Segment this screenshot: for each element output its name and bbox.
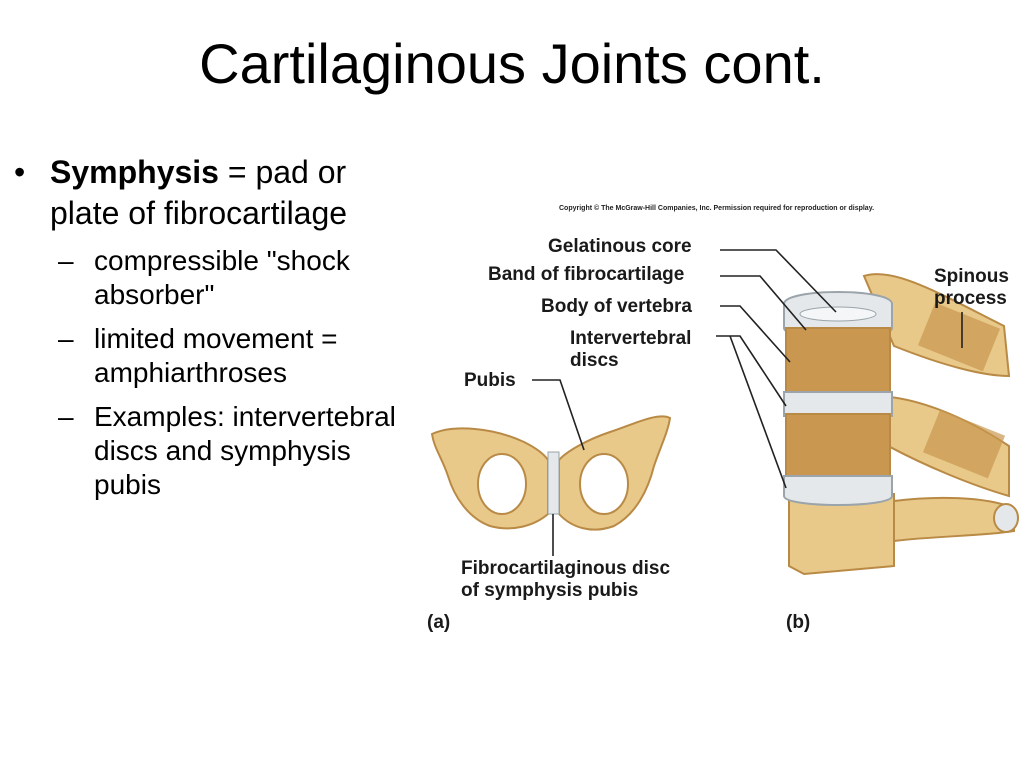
label-gelatinous-core: Gelatinous core — [548, 236, 692, 257]
copyright-notice: Copyright © The McGraw-Hill Companies, I… — [559, 205, 875, 212]
leader-body-vertebra — [720, 305, 791, 363]
sub-bullet-text: limited movement = amphiarthroses — [94, 323, 338, 388]
label-band-fibrocartilage: Band of fibrocartilage — [488, 264, 685, 285]
vertebrae-illustration — [783, 273, 1019, 576]
leader-intervertebral-2 — [729, 335, 787, 489]
obturator-foramen-left — [477, 453, 527, 515]
spongy-bone-process-upper — [917, 302, 1001, 372]
leader-band-fibrocartilage — [720, 275, 807, 331]
leader-gelatinous-core — [720, 249, 837, 313]
disc-bottom — [783, 475, 893, 506]
gelatinous-core-shape — [799, 306, 877, 322]
panel-label-a: (a) — [427, 612, 451, 633]
vertebra-body-upper — [785, 327, 891, 397]
pubis-illustration — [430, 415, 672, 531]
sub-bullet-marker: – — [58, 401, 74, 432]
bullet-symphysis: • Symphysis = pad or plate of fibrocarti… — [14, 152, 424, 234]
sub-bullet-marker: – — [58, 245, 74, 276]
leader-intervertebral-1 — [716, 335, 787, 407]
label-intervertebral: Intervertebral — [570, 328, 692, 349]
sub-bullet-text: compressible "shock absorber" — [94, 245, 350, 310]
bullet-list: • Symphysis = pad or plate of fibrocarti… — [14, 152, 424, 502]
label-process: process — [934, 288, 1007, 309]
spongy-bone-process-lower — [922, 409, 1006, 479]
vertebra-body-lower — [785, 413, 891, 481]
label-spinous: Spinous — [934, 266, 1009, 287]
sub-bullet-examples: – Examples: intervertebral discs and sym… — [14, 400, 424, 502]
process-end — [993, 503, 1019, 533]
anatomy-figure: Copyright © The McGraw-Hill Companies, I… — [424, 196, 1024, 646]
bullet-definition: = pad or plate of fibrocartilage — [50, 154, 348, 231]
label-pubis: Pubis — [464, 370, 516, 391]
vertebra-base — [788, 493, 895, 576]
sub-bullet-shock: – compressible "shock absorber" — [14, 244, 424, 312]
obturator-foramen-right — [579, 453, 629, 515]
leader-lines — [532, 249, 963, 556]
sub-bullet-movement: – limited movement = amphiarthroses — [14, 322, 424, 390]
panel-label-b: (b) — [786, 612, 811, 633]
leader-pubis — [532, 379, 585, 451]
bullet-term: Symphysis — [50, 154, 219, 190]
sub-bullet-marker: – — [58, 323, 74, 354]
slide-title: Cartilaginous Joints cont. — [199, 32, 825, 95]
disc-middle — [783, 391, 893, 417]
symphysis-disc — [547, 451, 560, 515]
label-fibrocartilaginous-disc: Fibrocartilaginous disc — [461, 558, 671, 579]
sub-bullet-text: Examples: intervertebral discs and symph… — [94, 401, 396, 500]
label-body-vertebra: Body of vertebra — [541, 296, 692, 317]
label-symphysis-pubis: of symphysis pubis — [461, 580, 639, 601]
anatomy-illustration — [430, 249, 1019, 576]
label-discs: discs — [570, 350, 619, 371]
bullet-marker: • — [14, 154, 26, 190]
